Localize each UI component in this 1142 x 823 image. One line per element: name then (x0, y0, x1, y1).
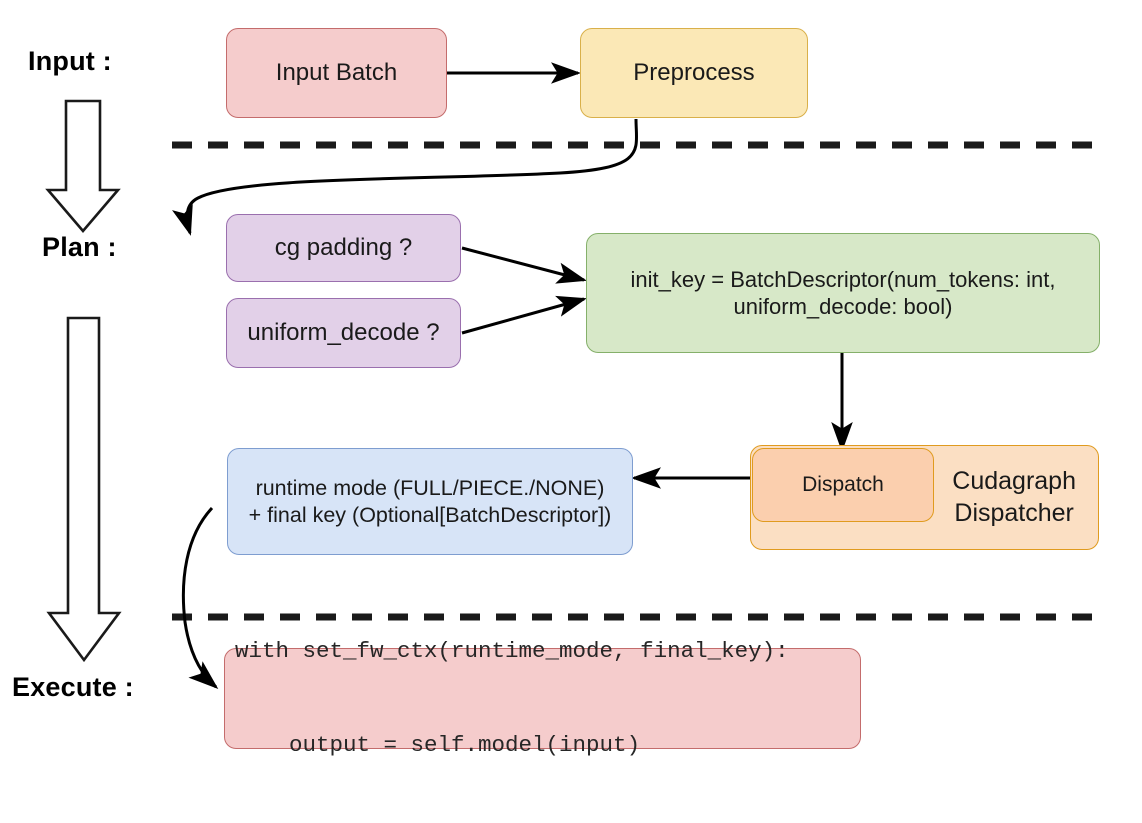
diagram-vector-layer (45, 62, 1098, 689)
node-execute-code[interactable]: with set_fw_ctx(runtime_mode, final_key)… (224, 638, 861, 758)
node-runtime-mode-line1: runtime mode (FULL/PIECE./NONE) (255, 475, 605, 500)
node-cg-padding-label: cg padding ? (274, 234, 413, 261)
node-execute-code-text: with set_fw_ctx(runtime_mode, final_key)… (235, 574, 860, 822)
arrow-cgpadding-to-initkey (461, 246, 587, 284)
node-preprocess-label: Preprocess (633, 59, 755, 86)
node-input-batch-label: Input Batch (275, 59, 398, 86)
node-init-key-text: init_key = BatchDescriptor(num_tokens: i… (587, 266, 1099, 321)
node-execute-code-line1: with set_fw_ctx(runtime_mode, final_key)… (235, 638, 789, 665)
node-init-key[interactable]: init_key = BatchDescriptor(num_tokens: i… (586, 233, 1100, 353)
node-init-key-line1: init_key = BatchDescriptor(num_tokens: i… (630, 266, 1056, 292)
node-cudagraph-dispatcher-text: Cudagraph Dispatcher (952, 466, 1076, 529)
node-input-batch[interactable]: Input Batch (226, 28, 447, 118)
arrow-preprocess-to-plan (172, 118, 638, 236)
node-runtime-mode-line2: + final key (Optional[BatchDescriptor]) (248, 502, 612, 527)
node-execute-code-line2: output = self.model(input) (235, 731, 641, 758)
node-preprocess[interactable]: Preprocess (580, 28, 808, 118)
node-dispatch-label: Dispatch (802, 472, 884, 496)
arrow-uniform-to-initkey (461, 295, 587, 335)
diagram-canvas: Input : Plan : Execute : Input Batch Pre… (12, 28, 1100, 758)
node-cudagraph-dispatcher-line2: Dispatcher (954, 498, 1074, 527)
arrow-runtime-to-execute (181, 506, 219, 689)
node-uniform-decode[interactable]: uniform_decode ? (226, 298, 461, 368)
stage-label-execute: Execute : (12, 672, 134, 702)
stage-arrow-input-to-plan (45, 99, 121, 234)
node-runtime-mode-text: runtime mode (FULL/PIECE./NONE) + final … (228, 475, 632, 529)
node-cudagraph-dispatcher-line1: Cudagraph (952, 467, 1076, 496)
stage-arrow-plan-to-execute (46, 316, 122, 663)
stage-label-input: Input : (28, 46, 112, 76)
stage-label-plan: Plan : (42, 232, 117, 262)
node-dispatch[interactable]: Dispatch (752, 448, 934, 522)
node-init-key-line2: uniform_decode: bool) (733, 294, 953, 319)
node-runtime-mode[interactable]: runtime mode (FULL/PIECE./NONE) + final … (227, 448, 633, 555)
node-cg-padding[interactable]: cg padding ? (226, 214, 461, 282)
node-uniform-decode-label: uniform_decode ? (247, 319, 440, 346)
